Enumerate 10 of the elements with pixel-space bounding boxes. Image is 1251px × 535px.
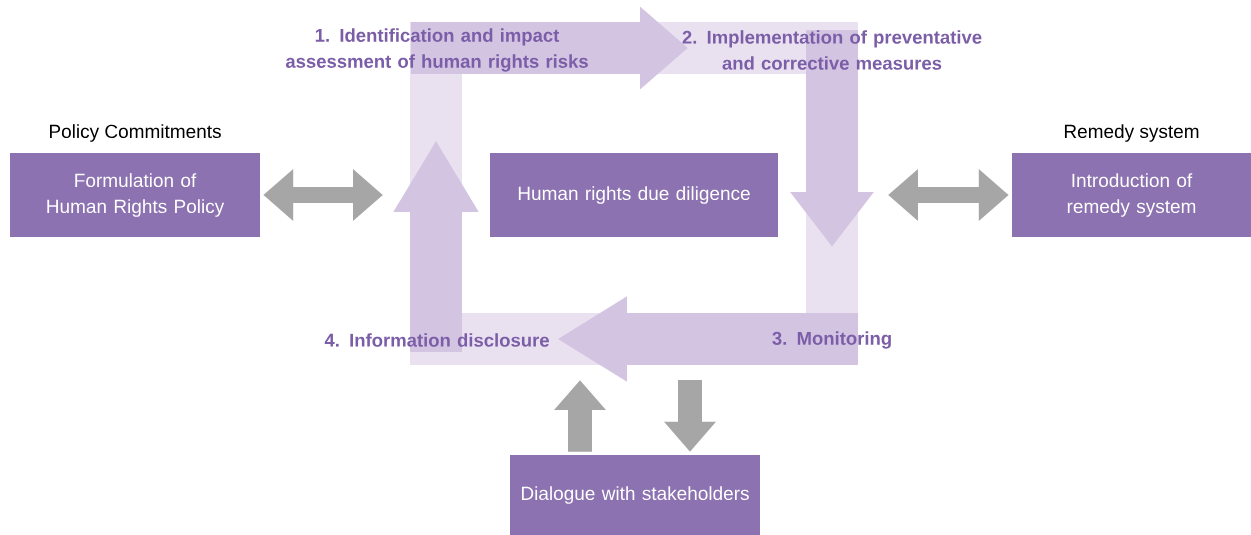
step-label: 2. Implementation of preventative and corrective measures <box>682 30 982 70</box>
box-heading: Policy Commitments <box>50 124 221 142</box>
process-box: Introduction of remedy system <box>1012 153 1251 237</box>
step-label: 1. Identification and impact assessment of human rights risks <box>285 28 588 72</box>
step-label: 3. Monitoring <box>772 331 891 349</box>
step-label: 4. Information disclosure <box>324 333 549 347</box>
process-box: Dialogue with stakeholders <box>510 455 760 535</box>
process-box: Formulation of Human Rights Policy <box>10 153 260 237</box>
process-box: Human rights due diligence <box>490 153 778 237</box>
box-heading: Remedy system <box>1064 124 1199 142</box>
